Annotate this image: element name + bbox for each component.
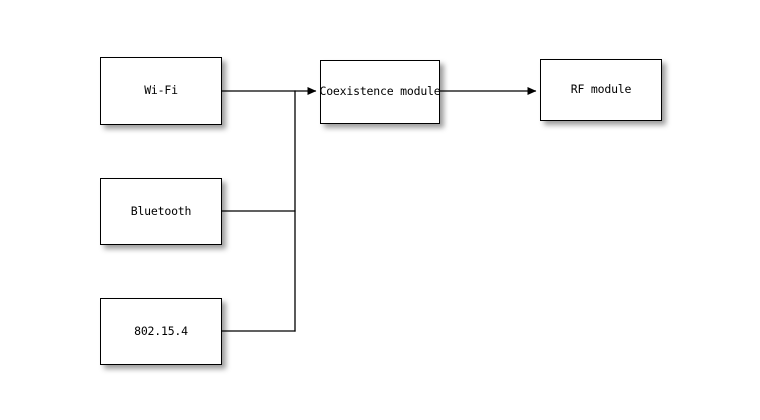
node-rf-module[interactable]: RF module xyxy=(540,59,662,121)
node-wifi-label: Wi-Fi xyxy=(144,83,178,98)
node-802154[interactable]: 802.15.4 xyxy=(100,298,222,365)
node-bluetooth-label: Bluetooth xyxy=(130,203,192,218)
node-802154-label: 802.15.4 xyxy=(134,323,188,338)
node-rf-module-label: RF module xyxy=(570,82,632,97)
node-coexistence-module[interactable]: Coexistence module xyxy=(319,60,441,124)
node-wifi[interactable]: Wi-Fi xyxy=(100,57,222,125)
node-coexistence-module-label: Coexistence module xyxy=(319,84,441,99)
node-bluetooth[interactable]: Bluetooth xyxy=(100,178,222,245)
